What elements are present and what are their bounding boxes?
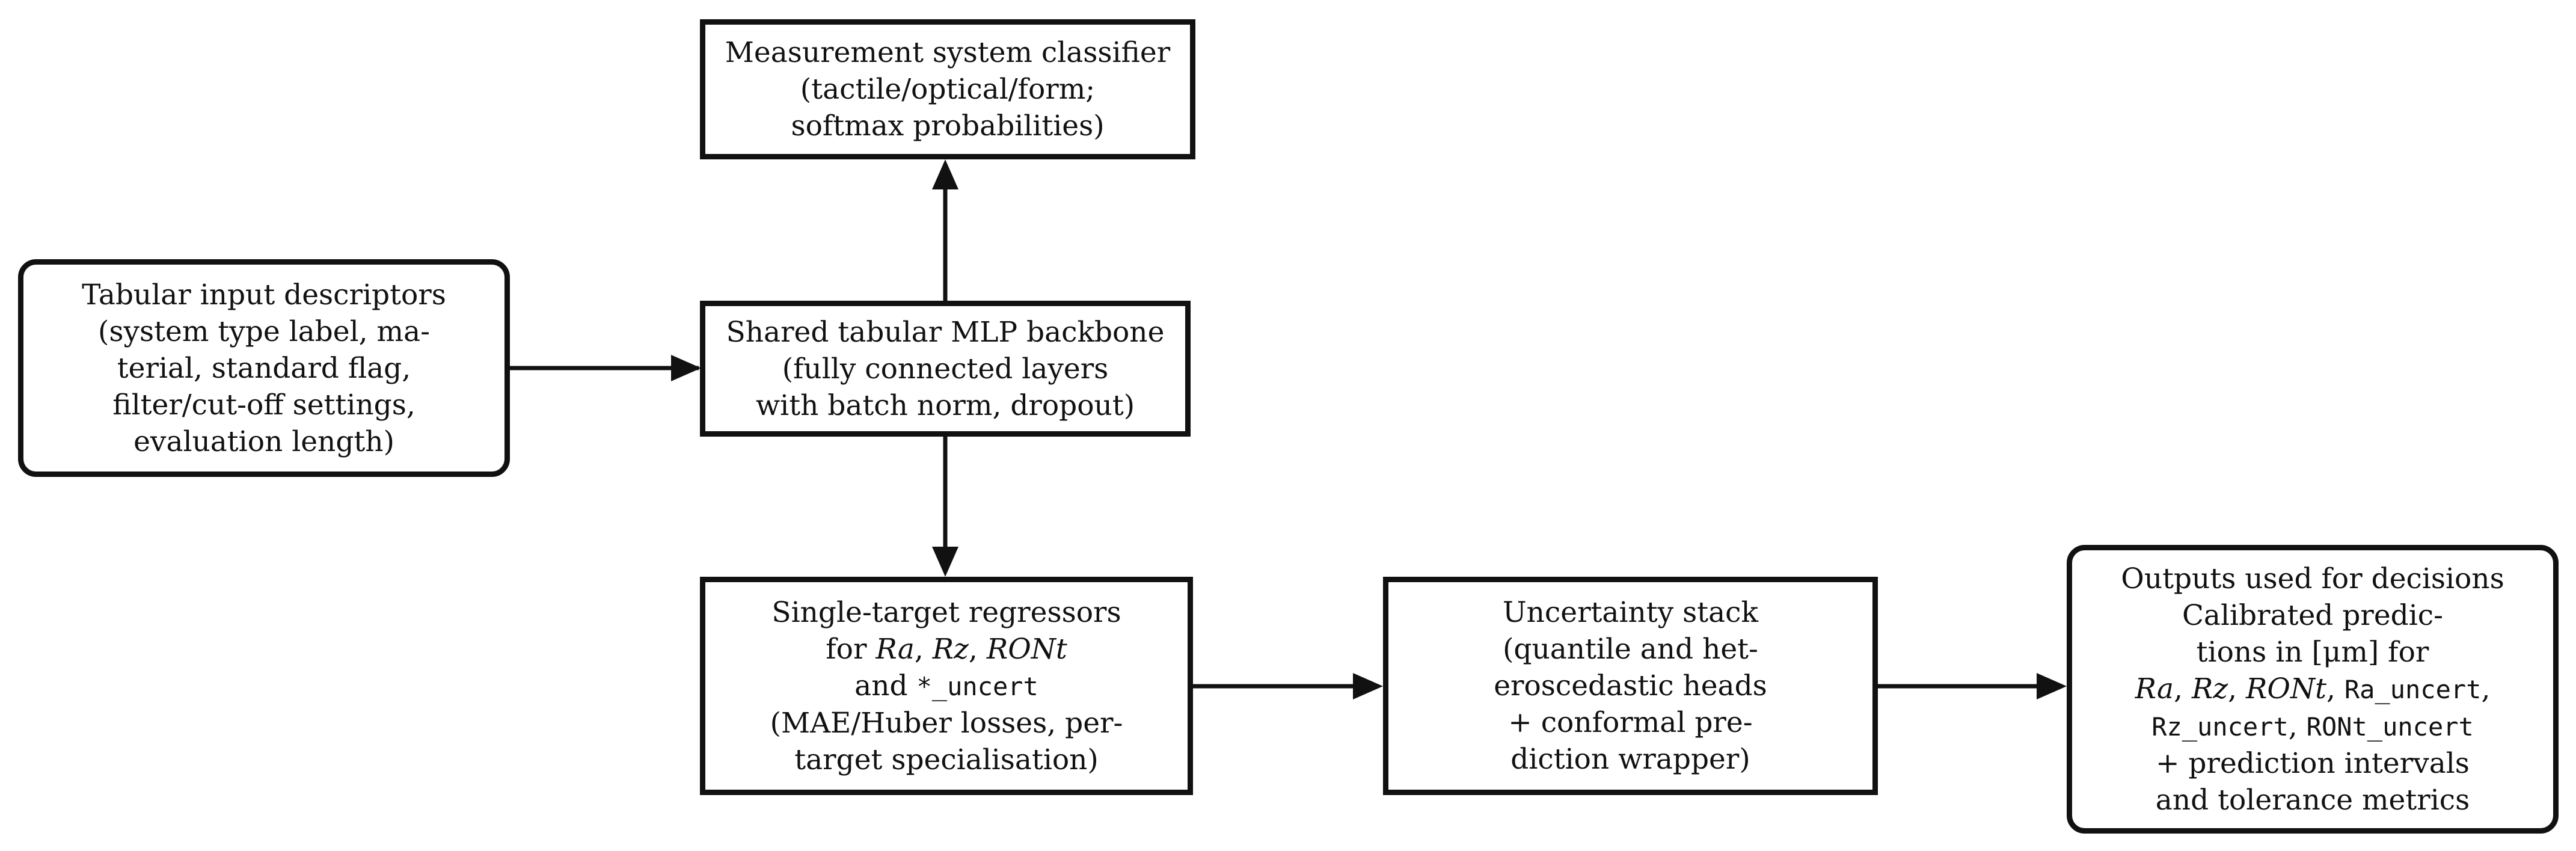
backbone-line-1: Shared tabular MLP backbone [726,315,1165,349]
regressors-line-4: (MAE/Huber losses, per- [770,706,1123,740]
target-rz: Rz [932,632,969,666]
input-line-1: Tabular input descriptors [82,278,446,312]
input-line-4: filter/cut-off settings, [112,388,416,422]
outputs-line-6: + prediction intervals [2156,746,2470,780]
output-rz-uncert: Rz_uncert [2151,711,2289,742]
regressors-line-3: and *_uncert [854,668,1038,705]
arrowhead-backbone-to-classifier [932,159,958,189]
regressors-line-2: for Ra, Rz, RONt [826,632,1067,666]
uncertainty-line-2: (quantile and het- [1503,633,1758,666]
outputs-line-2: Calibrated predic- [2182,598,2444,632]
classifier-box: Measurement system classifier (tactile/o… [700,19,1195,159]
backbone-line-3: with batch norm, dropout) [755,389,1135,422]
regressors-box: Single-target regressors for Ra, Rz, RON… [700,577,1193,795]
uncert-code: *_uncert [916,671,1038,701]
input-line-5: evaluation length) [133,425,394,458]
backbone-line-2: (fully connected layers [782,352,1109,386]
outputs-box: Outputs used for decisions Calibrated pr… [2067,545,2559,834]
arrowhead-input-to-backbone [671,355,701,381]
backbone-box: Shared tabular MLP backbone (fully conne… [700,301,1191,437]
arrowhead-uncertainty-to-outputs [2037,673,2067,699]
arrowhead-backbone-to-regressors [932,547,958,577]
outputs-line-5: Rz_uncert, RONt_uncert [2151,709,2474,743]
regressors-for-label: for [826,632,867,666]
outputs-line-7: and tolerance metrics [2155,783,2470,817]
uncertainty-line-1: Uncertainty stack [1503,596,1758,629]
regressors-line-1: Single-target regressors [771,595,1121,629]
outputs-line-4: Ra, Rz, RONt, Ra_uncert, [2135,672,2491,705]
arrowhead-regressors-to-uncertainty [1353,673,1383,699]
target-ront: RONt [986,632,1067,666]
outputs-line-1: Outputs used for decisions [2121,562,2504,595]
classifier-line-1: Measurement system classifier [725,36,1171,69]
input-line-2: (system type label, ma- [98,315,430,348]
input-box: Tabular input descriptors (system type l… [18,259,510,477]
output-target-ra: Ra [2135,672,2174,705]
uncertainty-line-5: diction wrapper) [1510,743,1750,776]
regressors-and-label: and [854,669,908,702]
output-target-rz: Rz [2191,672,2228,705]
classifier-line-2: (tactile/optical/form; [800,73,1096,106]
uncertainty-box: Uncertainty stack (quantile and het- ero… [1383,577,1878,795]
target-ra: Ra [876,632,915,666]
input-line-3: terial, standard flag, [117,351,411,385]
outputs-line-3: tions in [μm] for [2196,635,2429,669]
output-target-ront: RONt [2246,672,2326,705]
classifier-line-3: softmax probabilities) [791,109,1105,143]
uncertainty-line-3: eroscedastic heads [1494,669,1767,702]
uncertainty-line-4: + conformal pre- [1508,706,1753,739]
regressors-line-5: target specialisation) [794,743,1099,776]
output-ra-uncert: Ra_uncert [2344,674,2482,704]
output-ront-uncert: RONt_uncert [2306,711,2474,742]
